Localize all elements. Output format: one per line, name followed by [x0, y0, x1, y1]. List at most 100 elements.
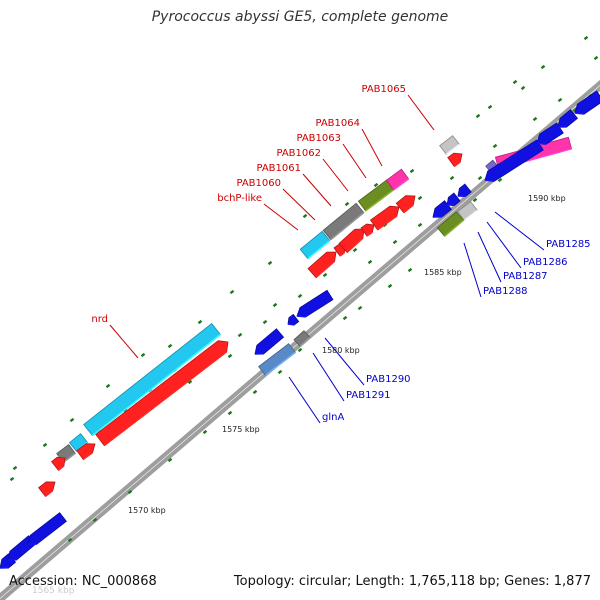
tick-mark-5: [487, 104, 493, 110]
tick-mark-26: [322, 272, 328, 278]
label-pab1061-leader: [302, 173, 332, 207]
tick-mark-11: [302, 213, 308, 219]
tick-mark-42: [202, 429, 208, 435]
tick-mark-46: [67, 537, 73, 543]
gene-highlight-26: [287, 323, 295, 326]
tick-mark-39: [277, 369, 283, 375]
tick-mark-45: [92, 517, 98, 523]
tick-mark-57: [272, 302, 278, 308]
gene-highlight-0: [62, 452, 76, 463]
gene-highlight-11: [57, 465, 65, 471]
tick-mark-16: [140, 352, 146, 358]
label-pab1061: PAB1061: [256, 163, 301, 174]
tick-mark-35: [387, 283, 393, 289]
tick-mark-56: [367, 259, 373, 265]
gene-highlight-13: [103, 351, 228, 447]
tick-mark-4: [512, 79, 518, 85]
tick-mark-23: [227, 353, 233, 359]
tick-mark-21: [9, 476, 15, 482]
tick-mark-43: [167, 457, 173, 463]
gene-highlight-25: [264, 351, 296, 376]
label-pab1291-leader: [312, 352, 345, 402]
tick-mark-41: [227, 410, 233, 416]
tick-mark-52: [477, 175, 483, 181]
gene-highlight-33: [463, 209, 478, 221]
gene-highlight-3: [307, 240, 331, 260]
gene-arrow-20: [447, 152, 463, 168]
scale-label-1: 1575 kbp: [222, 425, 260, 434]
label-nrd-leader: [109, 324, 139, 359]
gene-highlight-4: [330, 212, 365, 241]
tick-mark-1: [593, 55, 599, 61]
label-pab1062-leader: [322, 158, 349, 192]
label-pab1065: PAB1065: [361, 84, 406, 95]
gene-highlight-35: [536, 142, 547, 145]
gene-highlight-32: [444, 219, 465, 237]
tick-mark-18: [69, 417, 75, 423]
tick-mark-13: [229, 289, 235, 295]
tick-mark-24: [262, 319, 268, 325]
label-pab1065-leader: [407, 94, 435, 131]
partial-scale-label: 1565 kbp: [32, 586, 75, 596]
tick-mark-19: [42, 442, 48, 448]
gene-highlight-7: [445, 143, 460, 155]
label-pab1285: PAB1285: [546, 239, 591, 250]
scale-label-2: 1580 kbp: [322, 346, 360, 355]
gene-highlight-15: [339, 252, 345, 257]
label-pab1063-leader: [342, 143, 367, 179]
tick-mark-9: [373, 182, 379, 188]
gene-highlight-28: [299, 336, 311, 347]
tick-mark-8: [409, 168, 415, 174]
tick-mark-6: [475, 113, 481, 119]
tick-mark-0: [583, 35, 589, 41]
scale-label-4: 1590 kbp: [528, 194, 566, 203]
tick-mark-58: [237, 332, 243, 338]
gene-highlight-34: [484, 179, 495, 183]
tick-mark-10: [344, 201, 350, 207]
label-pab1286-leader: [486, 221, 522, 269]
tick-mark-30: [449, 175, 455, 181]
scale-label-3: 1585 kbp: [424, 268, 462, 277]
gene-arrow-23: [27, 512, 67, 545]
tick-mark-36: [357, 305, 363, 311]
label-pab1286: PAB1286: [523, 257, 568, 268]
tick-mark-20: [12, 465, 18, 471]
label-bchp-like-leader: [263, 203, 299, 231]
tick-mark-12: [267, 260, 273, 266]
label-pab1063: PAB1063: [296, 133, 341, 144]
gene-arrow-19: [395, 195, 416, 214]
label-pab1290-leader: [324, 337, 365, 386]
label-glna: glnA: [322, 412, 344, 423]
tick-mark-51: [472, 197, 478, 203]
tick-mark-34: [407, 267, 413, 273]
tick-mark-29: [417, 195, 423, 201]
label-nrd: nrd: [91, 314, 108, 325]
gene-arrow-24: [254, 328, 285, 355]
gene-highlight-37: [574, 112, 585, 115]
label-pab1288-leader: [463, 242, 482, 298]
gene-arrow-2: [83, 322, 221, 437]
gene-highlight-19: [403, 204, 414, 214]
gene-arrow-11: [51, 456, 66, 471]
tick-mark-44: [127, 489, 133, 495]
gene-highlight-16: [346, 237, 364, 254]
gene-highlight-27: [296, 315, 306, 318]
genome-summary-text: Topology: circular; Length: 1,765,118 bp…: [233, 574, 591, 589]
label-bchp-like: bchP-like: [217, 193, 262, 204]
tick-mark-37: [342, 315, 348, 321]
accession-text: Accession: NC_000868: [9, 574, 157, 589]
label-glna-leader: [288, 376, 321, 424]
tick-mark-3: [520, 85, 526, 91]
gene-highlight-5: [365, 189, 395, 212]
label-pab1287-leader: [477, 231, 502, 283]
tick-mark-54: [417, 222, 423, 228]
label-pab1290: PAB1290: [366, 374, 411, 385]
scale-label-0: 1570 kbp: [128, 506, 166, 515]
label-pab1064-leader: [361, 128, 383, 167]
gene-highlight-6: [393, 178, 409, 191]
tick-mark-25: [297, 293, 303, 299]
gene-arrow-10: [38, 481, 56, 497]
label-pab1291: PAB1291: [346, 390, 391, 401]
tick-mark-50: [497, 177, 503, 183]
